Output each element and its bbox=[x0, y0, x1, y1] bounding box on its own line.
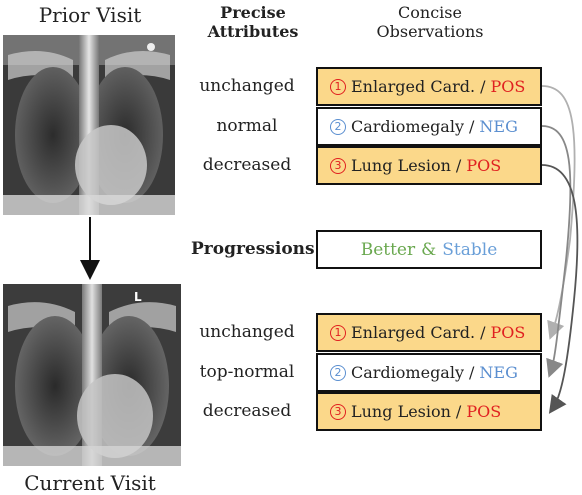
attribute-current_rows-2: decreased bbox=[202, 401, 292, 421]
slash-separator: / bbox=[480, 77, 486, 96]
better-text: Better bbox=[360, 239, 416, 260]
prior-visit-title: Prior Visit bbox=[38, 3, 142, 27]
observation-text: Lung Lesion bbox=[351, 402, 451, 421]
observation-text: Lung Lesion bbox=[351, 156, 451, 175]
attribute-current_rows-1: top-normal bbox=[199, 362, 295, 382]
attribute-prior_rows-1: normal bbox=[216, 116, 278, 136]
label-text: POS bbox=[490, 323, 526, 342]
number-circle: 1 bbox=[330, 324, 346, 341]
slash-separator: / bbox=[455, 156, 462, 175]
observation-text: Cardiomegaly bbox=[351, 117, 464, 136]
concise-observations-header: Concise Observations bbox=[376, 3, 484, 41]
observation-text: Enlarged Card. bbox=[351, 77, 476, 96]
slash-separator: / bbox=[469, 117, 475, 136]
observation-text: Cardiomegaly bbox=[351, 363, 464, 382]
ampersand-text: & bbox=[421, 239, 437, 260]
precise-attributes-header: Precise Attributes bbox=[207, 3, 299, 41]
observation-box-current_rows-1: 2 Cardiomegaly /NEG bbox=[316, 353, 542, 392]
label-text: POS bbox=[466, 156, 502, 175]
arrow-row2 bbox=[541, 125, 572, 378]
current-visit-title: Current Visit bbox=[24, 471, 156, 495]
label-text: NEG bbox=[479, 117, 518, 136]
progressions-label: Progressions bbox=[191, 239, 315, 259]
slash-separator: / bbox=[469, 363, 475, 382]
arrow-row3 bbox=[541, 164, 579, 414]
arrow-row1 bbox=[541, 85, 576, 340]
number-circle: 2 bbox=[330, 364, 346, 381]
number-circle: 2 bbox=[330, 118, 346, 135]
progression-box: Better & Stable bbox=[316, 230, 542, 269]
current-xray-image: L bbox=[3, 284, 181, 466]
attribute-current_rows-0: unchanged bbox=[199, 322, 295, 342]
observation-box-prior_rows-2: 3 Lung Lesion/POS bbox=[316, 146, 542, 185]
observation-box-prior_rows-1: 2 Cardiomegaly /NEG bbox=[316, 107, 542, 146]
slash-separator: / bbox=[455, 402, 462, 421]
xray-side-marker: L bbox=[134, 290, 142, 304]
observation-box-current_rows-2: 3 Lung Lesion/POS bbox=[316, 392, 542, 431]
attribute-prior_rows-0: unchanged bbox=[199, 76, 295, 96]
attribute-prior_rows-2: decreased bbox=[202, 155, 292, 175]
observation-box-prior_rows-0: 1 Enlarged Card./POS bbox=[316, 67, 542, 106]
observation-text: Enlarged Card. bbox=[351, 323, 476, 342]
label-text: NEG bbox=[479, 363, 518, 382]
label-text: POS bbox=[490, 77, 526, 96]
prior-xray-image bbox=[3, 35, 175, 215]
observation-box-current_rows-0: 1 Enlarged Card./POS bbox=[316, 313, 542, 352]
slash-separator: / bbox=[480, 323, 486, 342]
label-text: POS bbox=[466, 402, 502, 421]
number-circle: 3 bbox=[330, 157, 346, 174]
number-circle: 1 bbox=[330, 78, 346, 95]
stable-text: Stable bbox=[442, 239, 498, 260]
number-circle: 3 bbox=[330, 403, 346, 420]
